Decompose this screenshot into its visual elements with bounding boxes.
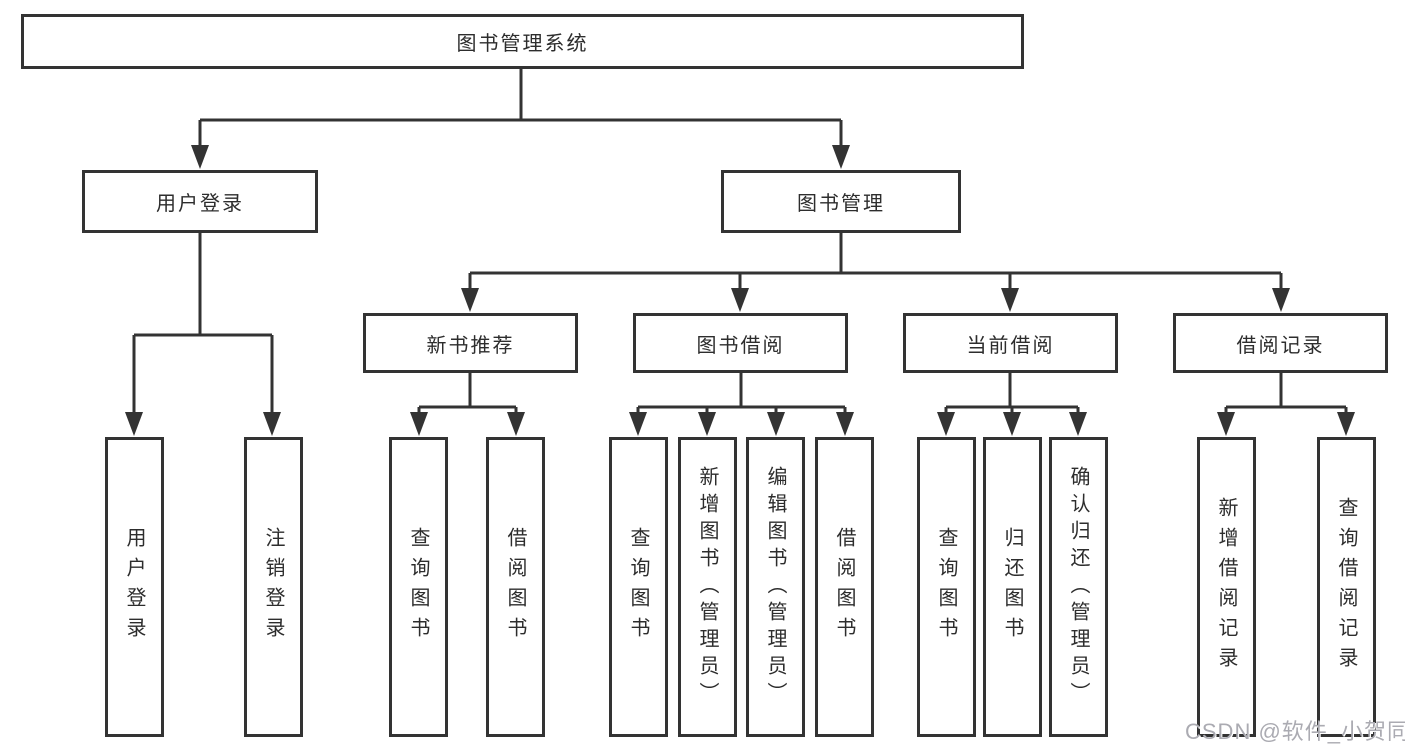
- leaf-query-books: 查询图书: [609, 437, 668, 737]
- connector-paths: [132, 69, 1348, 416]
- leaf-label: 编辑图书（管理员）: [764, 465, 786, 709]
- leaf-label: 借阅图书: [504, 527, 526, 647]
- arrowhead: [1003, 412, 1021, 436]
- leaf-label: 查询图书: [935, 527, 957, 647]
- leaf-label: 借阅图书: [833, 527, 855, 647]
- arrowhead: [731, 288, 749, 312]
- leaf-label: 用户登录: [123, 527, 145, 647]
- arrowhead: [832, 145, 850, 169]
- node-label: 图书管理: [797, 193, 885, 215]
- arrowhead: [1337, 412, 1355, 436]
- arrowhead: [507, 412, 525, 436]
- arrowhead: [836, 412, 854, 436]
- arrowhead: [410, 412, 428, 436]
- arrowhead: [191, 145, 209, 169]
- node-new-book-recommendation: 新书推荐: [363, 313, 578, 373]
- leaf-label: 查询借阅记录: [1335, 497, 1357, 677]
- leaf-add-borrow-record: 新增借阅记录: [1197, 437, 1256, 737]
- leaf-borrow-books: 借阅图书: [815, 437, 874, 737]
- node-user-login-module: 用户登录: [82, 170, 318, 233]
- node-label: 新书推荐: [426, 334, 515, 357]
- leaf-logout: 注销登录: [244, 437, 303, 737]
- leaf-query-books-recommend: 查询图书: [389, 437, 448, 737]
- arrowhead: [263, 412, 281, 436]
- node-book-management-module: 图书管理: [721, 170, 961, 233]
- arrowhead: [937, 412, 955, 436]
- arrowhead: [1001, 288, 1019, 312]
- leaf-add-books-admin: 新增图书（管理员）: [678, 437, 737, 737]
- node-label: 借阅记录: [1236, 334, 1325, 357]
- node-book-borrowing: 图书借阅: [633, 313, 848, 373]
- arrowhead: [1272, 288, 1290, 312]
- leaf-user-login: 用户登录: [105, 437, 164, 737]
- arrowhead: [767, 412, 785, 436]
- csdn-watermark: CSDN @软件_小贺同学: [1185, 719, 1405, 744]
- leaf-label: 查询图书: [407, 527, 429, 647]
- arrowhead: [629, 412, 647, 436]
- leaf-edit-books-admin: 编辑图书（管理员）: [746, 437, 805, 737]
- leaf-return-books: 归还图书: [983, 437, 1042, 737]
- leaf-label: 注销登录: [262, 527, 284, 647]
- leaf-query-books-current: 查询图书: [917, 437, 976, 737]
- node-library-management-system: 图书管理系统: [21, 14, 1024, 69]
- node-label: 当前借阅: [966, 334, 1055, 357]
- arrowhead: [125, 412, 143, 436]
- leaf-label: 查询图书: [627, 527, 649, 647]
- arrowhead: [698, 412, 716, 436]
- arrowhead: [1217, 412, 1235, 436]
- node-borrowing-records: 借阅记录: [1173, 313, 1388, 373]
- leaf-label: 确认归还（管理员）: [1067, 465, 1089, 709]
- arrowheads: [125, 145, 1355, 436]
- arrowhead: [461, 288, 479, 312]
- node-label: 图书借阅: [696, 334, 785, 357]
- leaf-confirm-return-admin: 确认归还（管理员）: [1049, 437, 1108, 737]
- arrowhead: [1069, 412, 1087, 436]
- leaf-label: 新增图书（管理员）: [696, 465, 718, 709]
- node-current-borrowing: 当前借阅: [903, 313, 1118, 373]
- leaf-borrow-books-recommend: 借阅图书: [486, 437, 545, 737]
- leaf-label: 归还图书: [1001, 527, 1023, 647]
- leaf-query-borrow-record: 查询借阅记录: [1317, 437, 1376, 737]
- node-label: 用户登录: [156, 193, 244, 215]
- leaf-label: 新增借阅记录: [1215, 497, 1237, 677]
- node-label: 图书管理系统: [456, 33, 589, 55]
